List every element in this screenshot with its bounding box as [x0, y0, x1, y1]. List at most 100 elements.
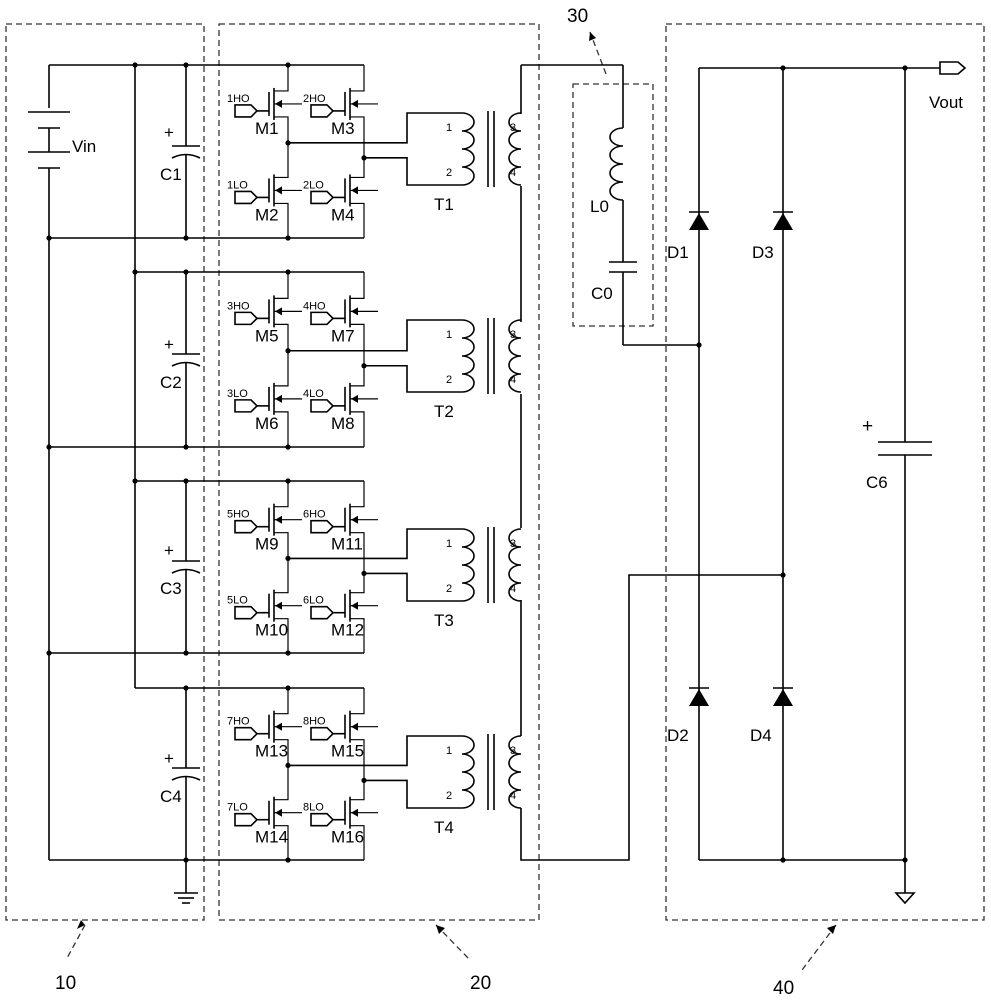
gate-label: 6LO [303, 595, 324, 607]
gate-label: 3HO [227, 300, 250, 312]
transformer-1: 1234T1 [288, 111, 521, 214]
switch-label: M15 [331, 742, 364, 761]
junction-dot [285, 650, 290, 655]
pin-label: 3 [510, 745, 516, 757]
pin-label: 3 [510, 538, 516, 550]
h-bridge-4: 7HOM138HOM157LOM148LOM16 [227, 685, 378, 862]
gate-terminal [311, 105, 333, 117]
gate-terminal [235, 728, 257, 740]
gate-terminal [235, 312, 257, 324]
pin-label: 2 [446, 790, 452, 802]
pin-label: 4 [510, 167, 516, 179]
input-cap-c3 [172, 481, 200, 653]
gate-terminal [311, 728, 333, 740]
gate-terminal [235, 400, 257, 412]
primary-coil [462, 320, 474, 392]
switch-label: M1 [255, 119, 279, 138]
resonant-inductor-l0 [610, 65, 623, 262]
c1-plus: + [164, 123, 174, 142]
switch-label: M16 [331, 828, 364, 847]
c6-label: C6 [866, 473, 888, 492]
pin-label: 3 [510, 122, 516, 134]
switch-label: M4 [331, 205, 355, 224]
gate-label: 5LO [227, 595, 248, 607]
gate-label: 2HO [303, 93, 326, 105]
pin-label: 1 [446, 122, 452, 134]
gate-label: 4LO [303, 388, 324, 400]
c3-plus: + [164, 541, 174, 560]
transformer-4: 1234T4 [288, 734, 521, 837]
c6-plus: + [862, 416, 873, 437]
gate-label: 8HO [303, 716, 326, 728]
junction-dot [285, 444, 290, 449]
transformer-label: T2 [434, 402, 454, 421]
switch-label: M5 [255, 326, 279, 345]
d2-label: D2 [667, 726, 689, 745]
gate-terminal [235, 521, 257, 533]
gate-terminal [311, 521, 333, 533]
gate-label: 1LO [227, 179, 248, 191]
switch-label: M6 [255, 414, 279, 433]
vin-label: Vin [72, 137, 96, 156]
primary-coil [462, 113, 474, 185]
switch-label: M9 [255, 535, 279, 554]
h-bridge-3: 5HOM96HOM115LOM106LOM12 [227, 478, 378, 655]
junction-dot [285, 685, 290, 690]
pin-label: 4 [510, 583, 516, 595]
switch-label: M10 [255, 621, 288, 640]
secondary-series-wiring [521, 65, 783, 860]
transformer-label: T1 [434, 195, 454, 214]
vout-label: Vout [929, 93, 963, 112]
junction-dot [285, 478, 290, 483]
primary-coil [462, 736, 474, 808]
vout-terminal [940, 62, 965, 74]
d4-label: D4 [750, 726, 772, 745]
block-30-frame [573, 84, 653, 326]
junction-dot [285, 857, 290, 862]
battery-vin [28, 112, 70, 168]
transformer-3: 1 2 3 4T3 [288, 527, 521, 630]
switch-label: M7 [331, 326, 355, 345]
gate-terminal [235, 607, 257, 619]
gate-terminal [235, 191, 257, 203]
transformer-label: T4 [434, 818, 454, 837]
pin-label: 1 [446, 745, 452, 757]
gate-terminal [311, 814, 333, 826]
l0-label: L0 [590, 197, 609, 216]
diode-d1 [689, 212, 709, 230]
gate-label: 1HO [227, 93, 250, 105]
gate-terminal [311, 191, 333, 203]
gate-label: 2LO [303, 179, 324, 191]
switch-label: M2 [255, 205, 279, 224]
pin-label: 1 [446, 538, 452, 550]
gate-terminal [311, 400, 333, 412]
switch-label: M8 [331, 414, 355, 433]
block-10-frame [6, 24, 204, 920]
gate-label: 8LO [303, 802, 324, 814]
output-ground [896, 893, 914, 903]
transformer-label: T3 [434, 611, 454, 630]
junction-dot [285, 62, 290, 67]
gate-label: 4HO [303, 300, 326, 312]
junction-dot [285, 269, 290, 274]
block-label-10: 10 [55, 973, 76, 994]
d1-label: D1 [667, 243, 689, 262]
gate-terminal [235, 814, 257, 826]
gate-terminal [235, 105, 257, 117]
primary-coil [462, 529, 474, 601]
diode-d3 [773, 212, 793, 230]
block-label-30: 30 [567, 6, 588, 27]
h-bridge-2: 3HOM54HOM73LOM64LOM8 [227, 269, 378, 449]
c0-label: C0 [591, 284, 613, 303]
c2-label: C2 [160, 373, 182, 392]
switch-label: M12 [331, 621, 364, 640]
block-label-40: 40 [773, 978, 794, 999]
c4-label: C4 [160, 787, 182, 806]
switch-label: M11 [331, 535, 363, 554]
h-bridge-group: 1HOM12HOM31LOM22LOM43HOM54HOM73LOM64LOM8… [227, 62, 378, 862]
pin-label: 2 [446, 583, 452, 595]
gate-label: 5HO [227, 509, 250, 521]
pin-label: 3 [510, 329, 516, 341]
block-label-20: 20 [470, 973, 491, 994]
